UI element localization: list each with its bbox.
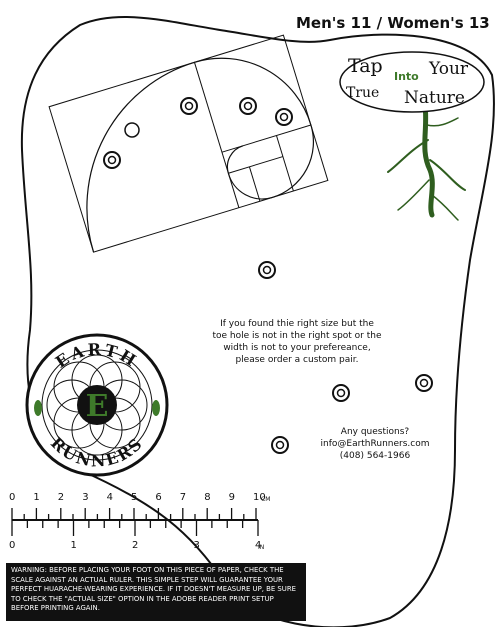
cm-label: 6	[155, 492, 162, 503]
strap-holes	[103, 97, 433, 454]
hole	[332, 384, 350, 402]
hole	[258, 261, 276, 279]
cm-unit: CM	[261, 496, 271, 503]
cm-label: 4	[106, 492, 113, 503]
contact-block: Any questions? info@EarthRunners.com (40…	[310, 426, 440, 462]
cm-label: 7	[179, 492, 187, 503]
ruler	[11, 508, 259, 536]
slogan-nature: Nature	[404, 88, 465, 108]
footprint-icon	[152, 400, 160, 416]
earth-runners-logo: E EARTH RUNNERS	[25, 333, 169, 477]
fit-note: If you found thie right size but the toe…	[212, 319, 382, 365]
cm-label: 10	[253, 492, 266, 503]
hole	[415, 374, 433, 392]
cm-label: 0	[9, 492, 16, 503]
cm-label: 5	[131, 492, 138, 503]
slogan-true: True	[346, 85, 379, 101]
toe-hole	[124, 122, 140, 138]
hole	[180, 97, 198, 115]
size-label: Men's 11 / Women's 13	[296, 14, 490, 32]
root-graphic	[387, 102, 466, 221]
cm-label: 1	[33, 492, 40, 503]
slogan-tap: Tap	[348, 55, 383, 77]
inch-label: 3	[193, 540, 200, 551]
logo-initial: E	[86, 389, 109, 424]
print-warning: WARNING: BEFORE PLACING YOUR FOOT ON THI…	[6, 563, 306, 621]
hole	[239, 97, 257, 115]
hole	[275, 108, 293, 126]
golden-ratio-diagram	[48, 34, 329, 253]
contact-phone: (408) 564-1966	[339, 451, 411, 461]
cm-label: 3	[82, 492, 89, 503]
inch-label: 2	[132, 540, 139, 551]
hole	[271, 436, 289, 454]
inch-unit: IN	[258, 544, 265, 551]
slogan-into: Into	[394, 70, 419, 83]
inch-label: 0	[9, 540, 16, 551]
sole-outline	[20, 16, 495, 627]
contact-heading: Any questions?	[340, 427, 410, 437]
cm-label: 2	[57, 492, 65, 503]
cm-label: 9	[228, 492, 235, 503]
footprint-icon	[34, 400, 42, 416]
cm-label: 8	[204, 492, 211, 503]
slogan-your: Your	[428, 59, 469, 79]
slogan-oval	[339, 51, 485, 113]
contact-email: info@EarthRunners.com	[320, 439, 430, 449]
inch-label: 4	[255, 540, 262, 551]
inch-label: 1	[70, 540, 77, 551]
hole	[103, 151, 121, 169]
